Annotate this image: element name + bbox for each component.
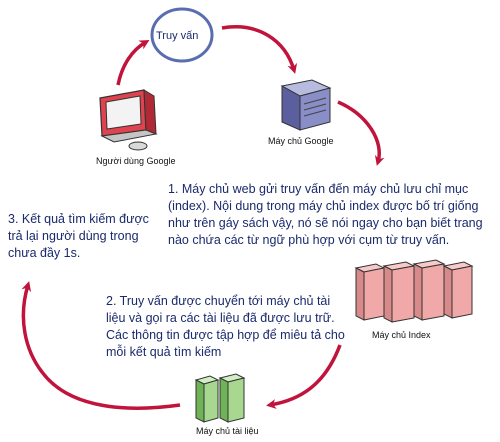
server-rack-icon [354, 259, 474, 323]
google-server-label: Máy chủ Google [268, 136, 334, 146]
server-icon [280, 79, 332, 131]
index-servers-label: Máy chủ Index [372, 330, 431, 340]
arrow-index-to-documents [266, 344, 342, 409]
document-server-icon [194, 373, 246, 423]
google-user-label: Người dùng Google [96, 156, 176, 166]
arrow-user-to-query [116, 40, 150, 86]
step-3-text: 3. Kết quả tìm kiếm được trả lại người d… [8, 212, 149, 260]
doc-servers-label: Máy chủ tài liệu [196, 426, 259, 436]
arrow-google-server-to-index [337, 100, 385, 166]
step-2-text: 2. Truy vấn được chuyển tới máy chủ tài … [106, 294, 345, 359]
step-1-text: 1. Máy chủ web gửi truy vấn đến máy chủ … [168, 182, 483, 247]
computer-icon [99, 89, 158, 151]
query-circle-icon [150, 7, 214, 63]
arrow-query-to-google-server [221, 25, 298, 74]
query-label: Truy vấn [156, 30, 199, 42]
arrow-documents-to-user [21, 281, 181, 410]
